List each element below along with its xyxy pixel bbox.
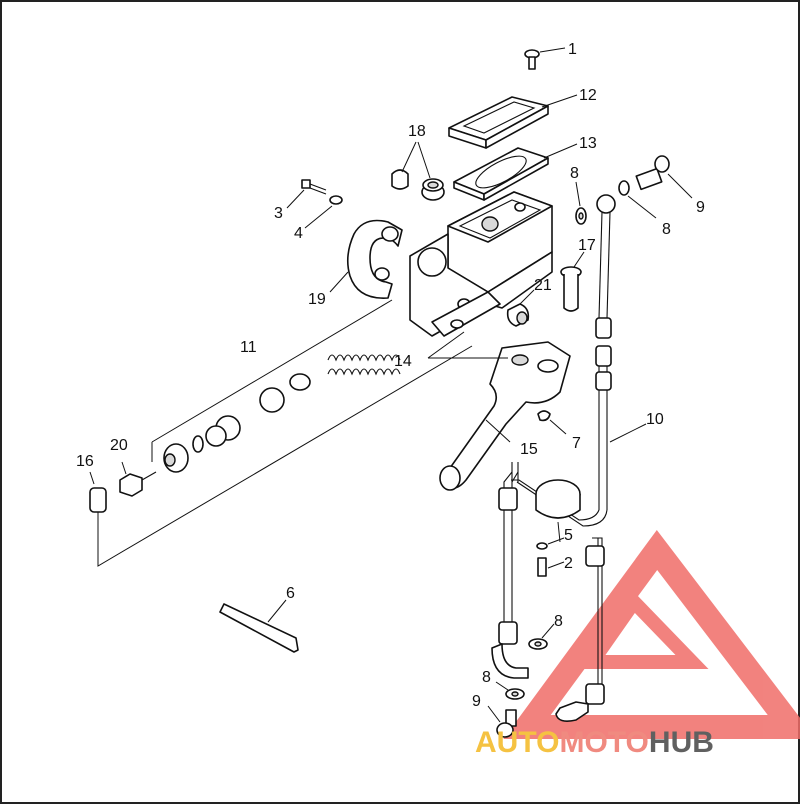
callout-3: 3 bbox=[274, 205, 283, 222]
part-7-clip bbox=[537, 410, 567, 435]
callout-8-top-right: 8 bbox=[662, 221, 671, 238]
callout-21: 21 bbox=[534, 277, 552, 294]
svg-text:AUTOMOTOHUB: AUTOMOTOHUB bbox=[475, 726, 714, 759]
part-9-banjo-bolt-lower bbox=[487, 705, 517, 738]
watermark-text: AUTOMOTOHUB bbox=[475, 726, 714, 759]
watermark-moto: MOTO bbox=[559, 726, 648, 759]
part-17-pin bbox=[560, 251, 585, 312]
callout-labels: 1 12 13 18 8 9 8 3 4 17 21 19 11 14 10 1… bbox=[76, 41, 705, 710]
callout-15: 15 bbox=[520, 441, 538, 458]
callout-17: 17 bbox=[578, 237, 596, 254]
callout-7: 7 bbox=[572, 435, 581, 452]
callout-6: 6 bbox=[286, 585, 295, 602]
part-13-gasket bbox=[453, 143, 578, 201]
callout-11: 11 bbox=[240, 339, 257, 356]
brake-line-junction bbox=[491, 462, 605, 722]
callout-8-lower-right: 8 bbox=[554, 613, 563, 630]
callout-8-lower-left: 8 bbox=[482, 669, 491, 686]
callout-18: 18 bbox=[408, 123, 426, 140]
part-21-bushing bbox=[506, 289, 535, 327]
part-5-washer bbox=[536, 537, 565, 550]
watermark-auto: AUTO bbox=[475, 726, 559, 759]
part-6-strap bbox=[219, 599, 299, 653]
part-9-banjo-bolt-top bbox=[618, 155, 693, 219]
callout-12: 12 bbox=[579, 87, 597, 104]
part-11-piston-kit bbox=[97, 299, 473, 567]
master-cylinder-body bbox=[409, 191, 553, 337]
part-19-clamp bbox=[329, 219, 403, 299]
part-3-screw bbox=[286, 179, 327, 209]
part-4-washer bbox=[304, 195, 343, 229]
callout-2: 2 bbox=[564, 555, 573, 572]
part-8-washer-lower-2 bbox=[495, 681, 525, 700]
watermark-hub: HUB bbox=[649, 726, 714, 759]
part-18-plugs bbox=[391, 141, 445, 201]
callout-13: 13 bbox=[579, 135, 597, 152]
part-16-boot bbox=[89, 471, 107, 513]
callout-9-lower: 9 bbox=[472, 693, 481, 710]
part-2-screw bbox=[537, 557, 565, 577]
callout-1: 1 bbox=[568, 41, 577, 58]
part-8-washer-top bbox=[575, 181, 587, 225]
callout-10: 10 bbox=[646, 411, 664, 428]
watermark-logo bbox=[503, 529, 800, 739]
part-20-pushrod bbox=[119, 461, 157, 497]
part-12-cover bbox=[448, 94, 578, 149]
part-1-screw bbox=[524, 47, 566, 70]
callout-19: 19 bbox=[308, 291, 326, 308]
part-10-brake-line bbox=[511, 194, 647, 527]
callout-20: 20 bbox=[110, 437, 128, 454]
part-8-washer-lower-1 bbox=[528, 623, 555, 650]
callout-16: 16 bbox=[76, 453, 94, 470]
callout-4: 4 bbox=[294, 225, 303, 242]
callout-9-top: 9 bbox=[696, 199, 705, 216]
callout-14: 14 bbox=[394, 353, 412, 370]
part-15-lever bbox=[427, 331, 571, 491]
callout-5: 5 bbox=[564, 527, 573, 544]
callout-8-top-left: 8 bbox=[570, 165, 579, 182]
